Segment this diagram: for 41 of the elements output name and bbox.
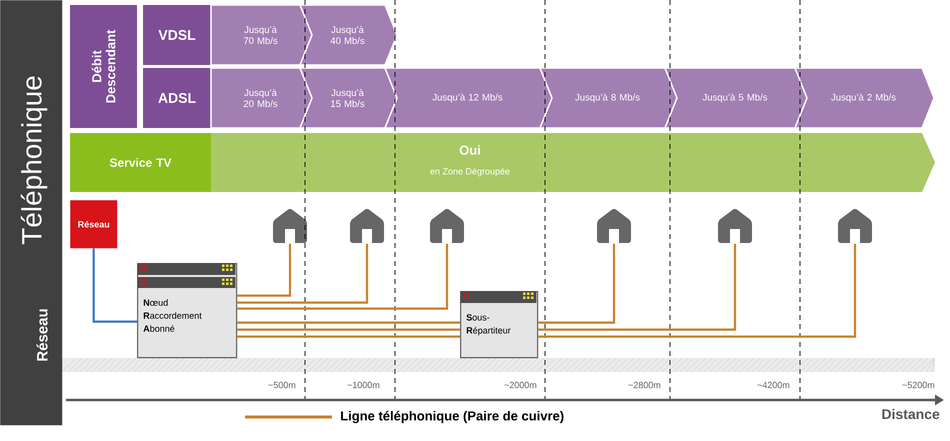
speed-band-segment: Jusqu’à 2 Mb/s (794, 67, 935, 129)
distance-label: ~2800m (628, 382, 660, 388)
house-icon (838, 209, 872, 244)
technology-box: ADSL (143, 68, 211, 128)
cable-line (92, 248, 137, 323)
distance-label: ~1000m (347, 382, 380, 388)
speed-band-segment: Jusqu’à 8 Mb/s (538, 67, 678, 129)
service-box: Service TV (70, 133, 211, 192)
distance-label: ~2000m (504, 382, 536, 388)
speed-band-segment: Jusqu’à 20 Mb/s (210, 67, 313, 129)
house-icon (273, 209, 307, 244)
speed-band-segment: Jusqu’à 70 Mb/s (210, 4, 313, 66)
technology-box: VDSL (143, 5, 211, 65)
cable-line (538, 244, 856, 338)
cable-line (237, 244, 368, 304)
house-icon (350, 209, 384, 244)
speed-band-segment: Jusqu’à 5 Mb/s (664, 67, 808, 129)
cable-line (237, 244, 448, 310)
node-label: Jusqu’à 2 Mb/s (831, 94, 896, 102)
distance-label: ~5200m (902, 382, 934, 388)
exchange-box: Nœud Raccordement Abonné (137, 263, 238, 358)
sidebar: Réseau Téléphonique (0, 0, 62, 426)
speed-band-segment: Jusqu’à 40 Mb/s (298, 4, 398, 66)
category-box: Débit Descendant (70, 5, 137, 128)
distance-label: ~500m (268, 382, 296, 388)
cable-line (237, 328, 460, 331)
legend-item: Ligne téléphonique (Paire de cuivre) (245, 410, 564, 424)
service-band: Oui en Zone Dégroupée (211, 133, 935, 192)
house-icon (430, 209, 464, 244)
axis-label: Distance (882, 408, 940, 420)
cable-line (538, 244, 736, 331)
cable-line (237, 322, 460, 324)
network-box: Réseau (70, 200, 118, 248)
cable-line (237, 244, 292, 297)
house-icon (718, 209, 752, 244)
cable-line (538, 244, 616, 324)
cabinet-box: Sous-Répartiteur (460, 290, 538, 358)
distance-label: ~4200m (757, 382, 790, 388)
house-icon (597, 209, 631, 244)
cable-line (237, 335, 460, 338)
speed-band-segment: Jusqu’à 12 Mb/s (384, 67, 553, 129)
